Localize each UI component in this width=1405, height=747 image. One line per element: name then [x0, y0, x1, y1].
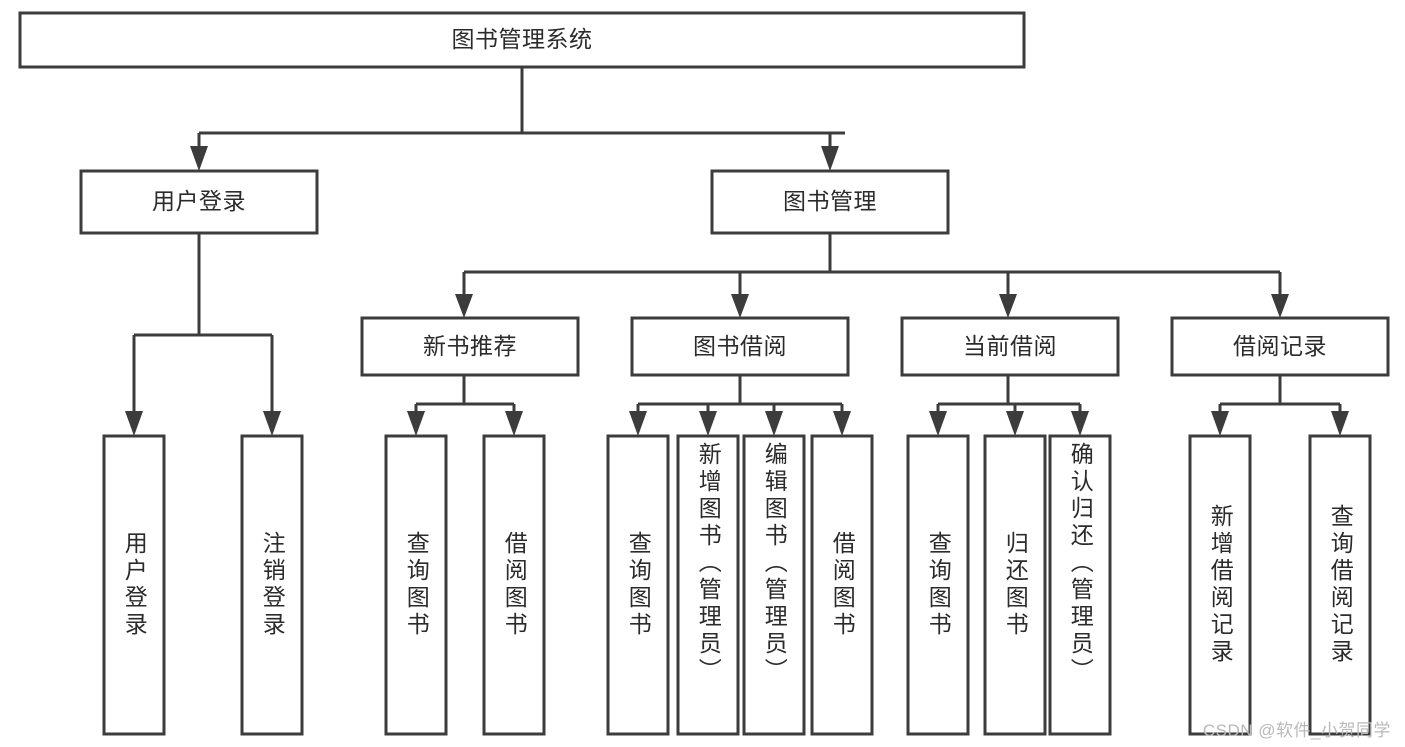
arrowhead-book-manage	[821, 146, 839, 171]
arrowhead-leaf-edit-book	[765, 411, 783, 436]
arrowhead-user-login	[190, 146, 208, 171]
node-leaf-logout[interactable]	[240, 434, 304, 736]
watermark: CSDN @软件_小贺同学	[1202, 721, 1391, 740]
arrowhead-leaf-add-book	[699, 411, 717, 436]
arrowhead-leaf-add-record	[1211, 411, 1229, 436]
arrowhead-new-book-rec	[455, 294, 473, 318]
arrowhead-leaf-return-book	[1006, 411, 1024, 436]
edge-bookborrow-to-leaves	[629, 375, 851, 436]
node-leaf-borrow-book-rec[interactable]	[482, 434, 546, 736]
edge-currentborrow-to-leaves	[929, 375, 1089, 436]
node-book-borrow[interactable]	[630, 316, 850, 377]
node-leaf-return-book[interactable]	[983, 434, 1047, 736]
node-leaf-confirm-return[interactable]	[1048, 434, 1112, 736]
arrowhead-leaf-logout	[263, 411, 281, 436]
node-new-book-rec[interactable]	[360, 316, 580, 377]
node-current-borrow[interactable]	[900, 316, 1120, 377]
arrowhead-leaf-query-book-rec	[407, 411, 425, 436]
node-leaf-user-login[interactable]	[102, 434, 166, 736]
edge-newbookrec-to-leaves	[407, 375, 523, 436]
arrowhead-leaf-borrow-book	[833, 411, 851, 436]
edge-bookmanage-to-level3	[455, 233, 1289, 318]
node-leaf-query-record[interactable]	[1308, 434, 1372, 736]
edge-userlogin-to-leaves	[125, 233, 281, 436]
arrowhead-leaf-user-login	[125, 411, 143, 436]
arrowhead-book-borrow	[731, 294, 749, 318]
node-leaf-query-book-current[interactable]	[906, 434, 970, 736]
arrowhead-current-borrow	[999, 294, 1017, 318]
node-leaf-edit-book[interactable]	[742, 434, 806, 736]
arrowhead-leaf-confirm-return	[1071, 411, 1089, 436]
node-leaf-add-book[interactable]	[676, 434, 740, 736]
arrowhead-leaf-borrow-book-rec	[505, 411, 523, 436]
edge-borrowrecord-to-leaves	[1211, 375, 1349, 436]
arrowhead-leaf-query-book-borrow	[629, 411, 647, 436]
node-user-login[interactable]	[79, 169, 319, 235]
arrowhead-leaf-query-book-current	[929, 411, 947, 436]
node-leaf-borrow-book[interactable]	[810, 434, 874, 736]
arrowhead-leaf-query-record	[1331, 411, 1349, 436]
node-borrow-record[interactable]	[1170, 316, 1390, 377]
edge-root-to-level2	[190, 67, 845, 171]
node-book-manage[interactable]	[710, 169, 950, 235]
arrowhead-borrow-record	[1271, 294, 1289, 318]
node-leaf-query-book-borrow[interactable]	[606, 434, 670, 736]
node-leaf-add-record[interactable]	[1188, 434, 1252, 736]
node-leaf-query-book-rec[interactable]	[384, 434, 448, 736]
node-root[interactable]	[18, 11, 1026, 69]
